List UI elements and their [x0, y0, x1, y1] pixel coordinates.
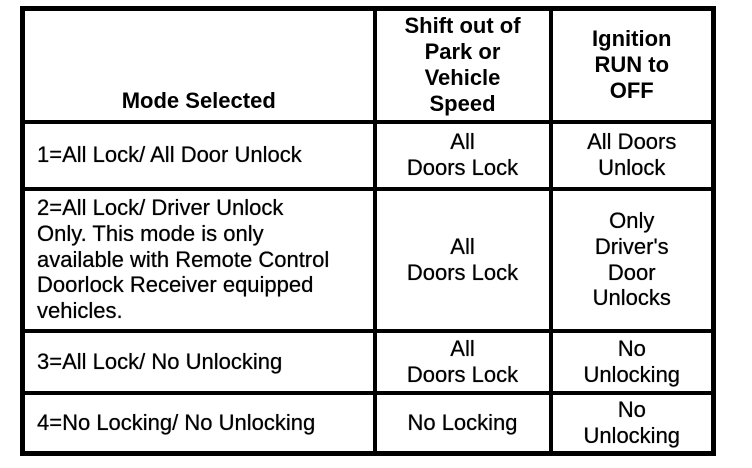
header-ignition-run-to-off: Ignition RUN to OFF — [548, 6, 716, 124]
mode-3-shift-behavior: All Doors Lock — [372, 328, 553, 395]
mode-1-ignition-behavior: All Doors Unlock — [548, 119, 716, 191]
mode-2-label: 2=All Lock/ Driver Unlock Only. This mod… — [20, 186, 377, 333]
table-row-mode-4: 4=No Locking/ No Unlocking No Locking No… — [20, 390, 716, 456]
mode-4-ignition-behavior: No Unlocking — [548, 390, 716, 456]
mode-4-shift-behavior: No Locking — [372, 390, 553, 456]
mode-2-ignition-behavior: Only Driver's Door Unlocks — [548, 186, 716, 333]
table-header-row: Mode Selected Shift out of Park or Vehic… — [20, 6, 716, 124]
header-shift-out-of-park-or-vehicle-speed: Shift out of Park or Vehicle Speed — [372, 6, 553, 124]
table-row-mode-1: 1=All Lock/ All Door Unlock All Doors Lo… — [20, 119, 716, 191]
mode-1-shift-behavior: All Doors Lock — [372, 119, 553, 191]
mode-3-ignition-behavior: No Unlocking — [548, 328, 716, 395]
mode-4-label: 4=No Locking/ No Unlocking — [20, 390, 377, 456]
mode-2-shift-behavior: All Doors Lock — [372, 186, 553, 333]
mode-3-label: 3=All Lock/ No Unlocking — [20, 328, 377, 395]
header-mode-selected: Mode Selected — [20, 6, 377, 124]
door-lock-mode-table: Mode Selected Shift out of Park or Vehic… — [20, 6, 716, 456]
mode-1-label: 1=All Lock/ All Door Unlock — [20, 119, 377, 191]
table-row-mode-2: 2=All Lock/ Driver Unlock Only. This mod… — [20, 186, 716, 333]
table-row-mode-3: 3=All Lock/ No Unlocking All Doors Lock … — [20, 328, 716, 395]
